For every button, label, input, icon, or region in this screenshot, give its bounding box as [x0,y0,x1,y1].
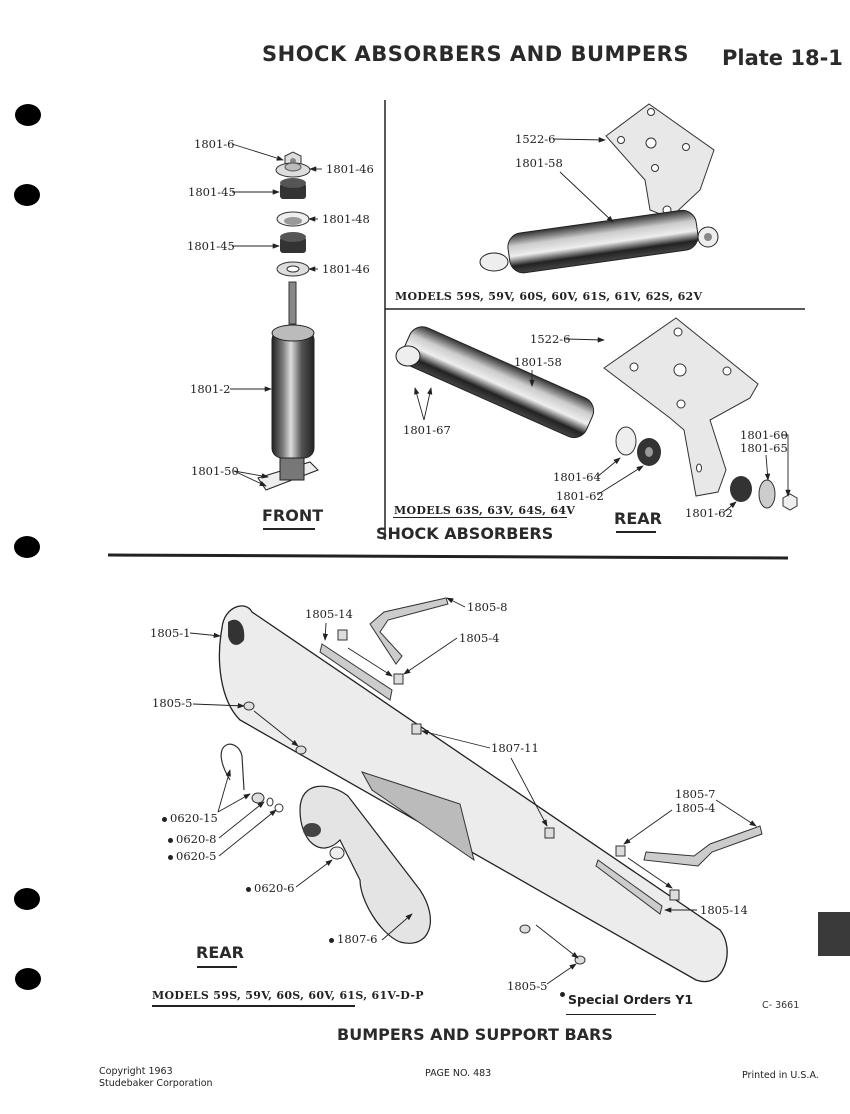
models-caption: MODELS 63S, 63V, 64S, 64V [394,504,576,517]
part-label: 1807-6 [329,933,377,946]
special-order-dot [162,816,167,822]
bracket-left [369,597,449,665]
part-label: 1805-5 [507,979,548,993]
page-title: SHOCK ABSORBERS AND BUMPERS [262,42,689,66]
part-label: 1801-67 [403,423,451,437]
binder-hole [14,536,40,558]
support-bar-left [319,643,393,701]
models-underline [393,517,567,518]
part-label: 1801-62 [556,489,604,503]
part-label: 0620-6 [246,882,294,895]
bumper-guard [299,785,431,944]
part-label: 1801-45 [187,239,235,253]
special-order-dot [168,837,173,843]
part-label: 1522-6 [530,332,571,346]
part-label: 1801-64 [553,470,601,484]
models-caption: MODELS 59S, 59V, 60S, 60V, 61S, 61V, 62S… [395,290,703,303]
special-orders-note: Special Orders Y1 [560,992,693,1007]
front-caption: FRONT [262,506,324,525]
rear-top-parts [479,103,719,274]
rear-underline [616,531,656,533]
bumper-models-caption: MODELS 59S, 59V, 60S, 60V, 61S, 61V-D-P [152,989,424,1002]
part-label: 1801-60 [740,428,788,442]
rear-bottom-parts [395,317,798,511]
section-title-shock: SHOCK ABSORBERS [376,524,554,543]
part-label: 1801-46 [326,162,374,176]
special-order-dot [329,937,334,943]
front-underline [263,528,315,530]
plate-number: Plate 18-1 [722,46,843,70]
part-label: 0620-15 [162,812,218,825]
index-tab [818,912,850,956]
front-leaders [230,143,322,487]
part-label: 0620-8 [168,833,216,846]
part-label: 1805-4 [675,801,716,815]
section-divider [107,553,789,560]
rear-bottom-leaders [414,337,791,513]
part-label: 1805-4 [459,631,500,645]
part-label: 1801-65 [740,441,788,455]
special-orders-underline [566,1014,656,1015]
bumper-rear-caption: REAR [196,943,244,962]
part-label: 1805-14 [305,607,353,621]
bracket-right [643,825,763,867]
part-label: 1805-5 [152,696,193,710]
bumper-rear-underline [197,966,237,968]
binder-hole [14,888,40,910]
drawing-code: C- 3661 [762,1000,800,1011]
part-label: 1801-58 [514,355,562,369]
bumper-leaders [189,597,757,985]
part-label: 1805-7 [675,787,716,801]
part-label: 1801-50 [191,464,239,478]
page-number: PAGE NO. 483 [425,1068,492,1079]
rear-top-leaders [552,137,614,223]
binder-hole [14,184,40,206]
printed-in: Printed in U.S.A. [742,1070,819,1081]
part-label: 0620-5 [168,850,216,863]
part-label: 1801-62 [685,506,733,520]
special-order-dot [560,992,565,997]
support-bar-right [595,859,663,915]
binder-hole [15,104,41,126]
bumper-bar [218,605,728,983]
part-label: 1807-11 [491,741,539,755]
rear-caption: REAR [614,509,662,528]
section-title-bumpers: BUMPERS AND SUPPORT BARS [337,1025,613,1044]
part-label: 1805-14 [700,903,748,917]
part-label: 1801-46 [322,262,370,276]
bumper-parts [218,597,763,983]
binder-hole [15,968,41,990]
part-label: 1801-58 [515,156,563,170]
copyright: Copyright 1963 Studebaker Corporation [99,1066,213,1089]
part-label: 1801-6 [194,137,235,151]
part-label: 1801-48 [322,212,370,226]
special-order-dot [168,854,173,860]
special-order-dot [246,886,251,892]
part-label: 1522-6 [515,132,556,146]
part-label: 1805-1 [150,626,191,640]
front-shock-parts [257,151,319,491]
part-label: 1805-8 [467,600,508,614]
part-label: 1801-45 [188,185,236,199]
bumper-models-underline [152,1005,355,1007]
part-label: 1801-2 [190,382,231,396]
